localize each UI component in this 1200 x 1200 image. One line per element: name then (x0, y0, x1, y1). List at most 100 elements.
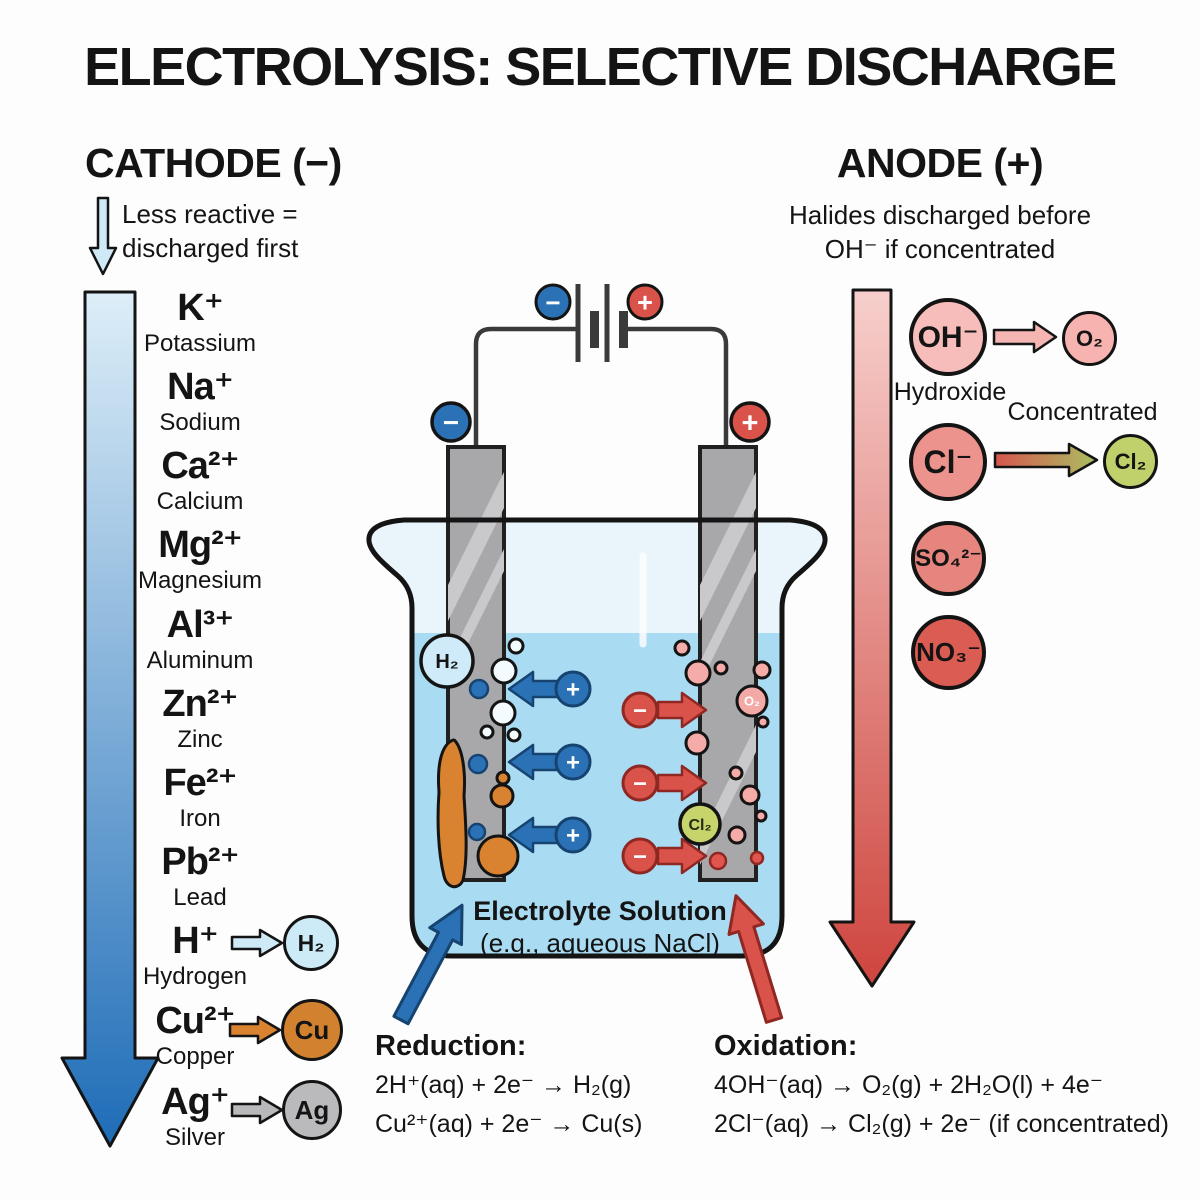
hydroxide-ion-circle: OH⁻ (909, 298, 987, 376)
anode-note-line2: OH⁻ if concentrated (824, 234, 1056, 264)
svg-text:Cl₂: Cl₂ (688, 817, 711, 834)
circuit-wire-left (473, 326, 577, 447)
o2-product-circle: O₂ (1062, 311, 1117, 366)
svg-text:+: + (742, 407, 759, 439)
ion-name: Copper (155, 1043, 235, 1070)
cathode-ion-row: Cu²⁺ Copper (90, 1001, 300, 1072)
cation-migration: + + + (507, 670, 592, 854)
electrolyte-label-subtitle: (e.g., aqueous NaCl) (480, 928, 720, 958)
ion-symbol: Al³⁺ (166, 604, 235, 646)
cathode-ion-row: H⁺ Hydrogen (90, 921, 300, 992)
svg-text:+: + (566, 823, 580, 850)
cathode-ion-row: Zn²⁺ Zinc (90, 684, 310, 755)
ion-symbol: Pb²⁺ (161, 841, 239, 883)
cathode-ion-row: Fe²⁺ Iron (90, 763, 310, 834)
battery-icon (575, 284, 628, 362)
ion-symbol: Fe²⁺ (163, 762, 237, 804)
ion-name: Aluminum (146, 647, 254, 674)
cathode-note: Less reactive = discharged first (122, 197, 298, 265)
ion-symbol: Ca²⁺ (161, 445, 239, 487)
ion-symbol: Ag⁺ (161, 1081, 230, 1123)
cathode-ion-row: Ca²⁺ Calcium (90, 446, 310, 517)
svg-text:+: + (566, 750, 580, 777)
oxygen-chlorine-bubbles (673, 639, 772, 871)
oxidation-pointer-arrow (727, 894, 784, 1024)
svg-text:H₂: H₂ (435, 651, 458, 673)
hydrogen-bubbles (467, 637, 525, 842)
anode-discharge-arrow-icon (828, 288, 916, 988)
cathode-ion-row: Ag⁺ Silver (90, 1082, 300, 1153)
ag-product-circle: Ag (282, 1080, 342, 1140)
ion-name: Hydrogen (142, 963, 248, 990)
cu-product-circle: Cu (281, 999, 343, 1061)
electrolysis-cell-svg: − + − + (366, 283, 828, 1026)
nitrate-ion-circle: NO₃⁻ (911, 615, 986, 690)
chloride-ion-circle: Cl⁻ (909, 423, 987, 501)
beaker-outline (366, 517, 828, 959)
oh-to-o2-arrow-icon (992, 320, 1058, 354)
cathode-ion-row: Na⁺ Sodium (90, 367, 310, 438)
svg-text:O₂: O₂ (744, 694, 760, 709)
ion-name: Potassium (143, 330, 257, 357)
cl2-product-circle: Cl₂ (1103, 434, 1158, 489)
ag-arrow-icon (230, 1095, 284, 1125)
cl-to-cl2-arrow-icon (993, 442, 1099, 478)
svg-text:−: − (633, 771, 647, 798)
ion-name: Magnesium (137, 567, 263, 594)
battery-plus-badge: + (626, 283, 664, 321)
cathode-series-arrow-icon (60, 290, 160, 1148)
cathode-heading: CATHODE (−) (85, 140, 342, 186)
cathode-ion-row: K⁺ Potassium (90, 288, 310, 359)
electrolyte-label-title: Electrolyte Solution (473, 896, 727, 926)
reduction-heading: Reduction: (375, 1030, 527, 1062)
ion-symbol: Cu²⁺ (155, 1000, 235, 1042)
cathode-ion-row: Mg²⁺ Magnesium (90, 525, 310, 596)
reduction-eq1: 2H⁺(aq) + 2e⁻ → H₂(g) (375, 1071, 632, 1099)
concentrated-label: Concentrated (1007, 398, 1158, 426)
anode-note-line1: Halides discharged before (788, 200, 1092, 230)
ion-name: Lead (173, 884, 227, 911)
reduction-equations: Reduction: 2H⁺(aq) + 2e⁻ → H₂(g) Cu²⁺(aq… (375, 1026, 642, 1144)
oxidation-heading: Oxidation: (714, 1030, 858, 1062)
oxidation-equations: Oxidation: 4OH⁻(aq) → O₂(g) + 2H₂O(l) + … (714, 1026, 1169, 1144)
page-title: ELECTROLYSIS: SELECTIVE DISCHARGE (84, 37, 1117, 97)
cu-arrow-icon (228, 1015, 282, 1045)
oxidation-eq2: 2Cl⁻(aq) → Cl₂(g) + 2e⁻ (if concentrated… (714, 1110, 1170, 1138)
ion-symbol: Mg²⁺ (158, 524, 243, 566)
anion-migration: − − − (621, 691, 708, 875)
svg-text:+: + (637, 288, 653, 318)
ion-name: Zinc (177, 726, 223, 753)
less-reactive-arrow-icon (88, 196, 118, 276)
svg-text:+: + (566, 677, 580, 704)
reduction-pointer-arrow (392, 903, 464, 1026)
ion-name: Sodium (159, 409, 241, 436)
oxidation-eq1: 4OH⁻(aq) → O₂(g) + 2H₂O(l) + 4e⁻ (714, 1071, 1103, 1099)
h2-bubble-label: H₂ (419, 633, 475, 689)
ion-name: Silver (164, 1124, 225, 1151)
o2-bubble-label: O₂ (735, 684, 769, 718)
anode-heading: ANODE (+) (836, 140, 1044, 186)
anion-arrow (656, 764, 708, 802)
hydroxide-label: Hydroxide (893, 378, 1007, 406)
cathode-ion-row: Al³⁺ Aluminum (90, 605, 310, 676)
anion-arrow (656, 837, 708, 875)
cathode-note-line2: discharged first (122, 233, 299, 263)
anode-note: Halides discharged before OH⁻ if concent… (775, 198, 1105, 266)
h2-product-circle: H₂ (283, 915, 339, 971)
h2-arrow-icon (230, 928, 284, 958)
svg-text:−: − (633, 844, 647, 871)
reduction-eq2: Cu²⁺(aq) + 2e⁻ → Cu(s) (375, 1110, 643, 1138)
svg-text:−: − (633, 698, 647, 725)
ion-symbol: K⁺ (177, 287, 224, 329)
cathode-ion-row: Pb²⁺ Lead (90, 842, 310, 913)
circuit-wire-right (624, 326, 729, 447)
sulfate-ion-circle: SO₄²⁻ (911, 521, 986, 596)
electrode-minus-badge: − (430, 401, 472, 443)
cathode-note-line1: Less reactive = (122, 199, 298, 229)
copper-deposit (436, 738, 520, 889)
ion-name: Calcium (156, 488, 244, 515)
ion-symbol: H⁺ (172, 920, 219, 962)
electrode-plus-badge: + (729, 401, 771, 443)
ion-symbol: Na⁺ (167, 366, 234, 408)
